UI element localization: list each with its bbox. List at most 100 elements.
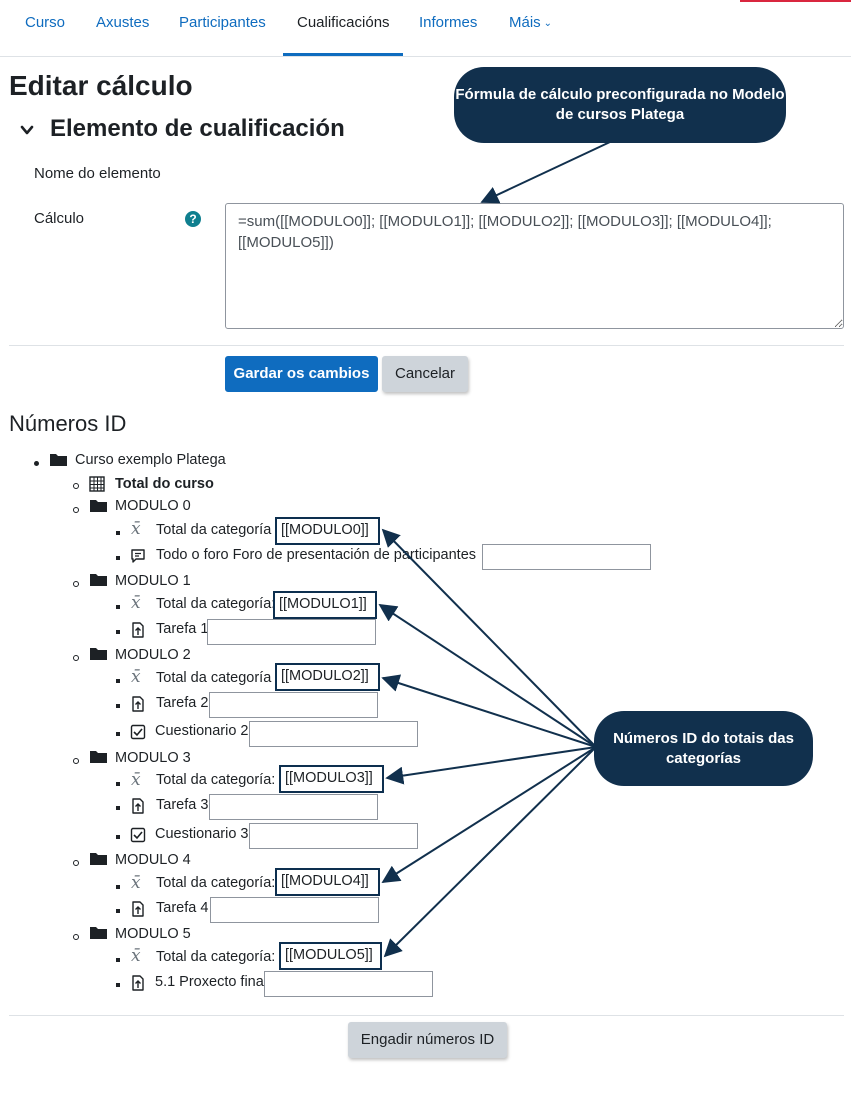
category-total-icon: x̄ bbox=[131, 770, 141, 790]
item-name-label: Nome do elemento bbox=[34, 165, 161, 182]
category-id-input[interactable]: [[MODULO3]] bbox=[279, 765, 384, 793]
list-bullet bbox=[116, 806, 120, 810]
list-bullet bbox=[116, 531, 120, 535]
list-bullet bbox=[73, 581, 79, 587]
module-name: MODULO 5 bbox=[115, 926, 191, 942]
grade-item-label: Tarefa 2 bbox=[156, 695, 209, 711]
list-bullet bbox=[116, 732, 120, 736]
module-name: MODULO 4 bbox=[115, 852, 191, 868]
list-bullet bbox=[73, 860, 79, 866]
course-nav: Curso Axustes Participantes Cualificació… bbox=[0, 0, 851, 57]
list-bullet bbox=[73, 655, 79, 661]
module-name: MODULO 2 bbox=[115, 647, 191, 663]
ids-callout: Números ID do totais das categorías bbox=[594, 711, 813, 786]
section-title[interactable]: Elemento de cualificación bbox=[50, 115, 345, 142]
id-arrow-4 bbox=[381, 746, 597, 883]
id-arrow-5 bbox=[383, 746, 597, 958]
category-total-icon: x̄ bbox=[131, 946, 141, 966]
category-id-input[interactable]: [[MODULO1]] bbox=[273, 591, 377, 619]
list-bullet bbox=[73, 507, 79, 513]
calculation-textarea[interactable]: =sum([[MODULO0]]; [[MODULO1]]; [[MODULO2… bbox=[225, 203, 844, 329]
category-id-input[interactable]: [[MODULO5]] bbox=[279, 942, 382, 970]
id-arrow-3 bbox=[385, 746, 597, 785]
list-bullet bbox=[116, 983, 120, 987]
id-number-input[interactable] bbox=[482, 544, 651, 570]
category-total-icon: x̄ bbox=[131, 873, 141, 893]
category-id-input[interactable]: [[MODULO0]] bbox=[275, 517, 380, 545]
category-total-label: Total da categoría: bbox=[156, 772, 276, 788]
assignment-icon bbox=[132, 975, 144, 991]
id-number-input[interactable] bbox=[209, 692, 378, 718]
nav-cualificacions[interactable]: Cualificacións bbox=[297, 14, 390, 31]
category-total-label: Total da categoría: bbox=[156, 875, 276, 891]
list-bullet bbox=[73, 934, 79, 940]
nav-curso[interactable]: Curso bbox=[25, 14, 66, 31]
list-bullet bbox=[73, 483, 79, 489]
nav-informes[interactable]: Informes bbox=[419, 14, 478, 31]
assignment-icon bbox=[132, 622, 144, 638]
category-total-icon: x̄ bbox=[131, 519, 141, 539]
id-number-input[interactable] bbox=[207, 619, 376, 645]
nav-participantes[interactable]: Participantes bbox=[179, 14, 266, 31]
assignment-icon bbox=[132, 798, 144, 814]
list-bullet bbox=[116, 630, 120, 634]
module-name: MODULO 3 bbox=[115, 750, 191, 766]
folder-icon bbox=[90, 927, 107, 939]
ids-callout-text: Números ID do totais das categorías bbox=[613, 729, 794, 767]
nav-mais-label: Máis bbox=[509, 14, 541, 31]
category-total-icon: x̄ bbox=[131, 667, 141, 687]
grade-item-label: Tarefa 1 bbox=[156, 621, 209, 637]
list-bullet bbox=[116, 704, 120, 708]
id-number-input[interactable] bbox=[209, 794, 378, 820]
list-bullet bbox=[116, 782, 120, 786]
grade-item-label: Todo o foro Foro de presentación de part… bbox=[156, 547, 477, 563]
category-id-input[interactable]: [[MODULO2]] bbox=[275, 663, 380, 691]
category-id-input[interactable]: [[MODULO4]] bbox=[275, 868, 380, 896]
cancel-button[interactable]: Cancelar bbox=[382, 356, 468, 392]
help-icon[interactable]: ? bbox=[185, 211, 201, 227]
folder-icon bbox=[90, 853, 107, 865]
forum-icon bbox=[131, 549, 145, 563]
folder-icon bbox=[90, 648, 107, 660]
grade-item-label: Cuestionario 3 bbox=[155, 826, 249, 842]
save-button[interactable]: Gardar os cambios bbox=[225, 356, 378, 392]
divider bbox=[9, 345, 844, 346]
active-tab-indicator bbox=[283, 53, 403, 56]
nav-mais[interactable]: Máis⌄ bbox=[509, 14, 552, 31]
id-number-input[interactable] bbox=[210, 897, 379, 923]
chevron-down-icon[interactable] bbox=[20, 123, 34, 137]
formula-arrow bbox=[480, 141, 611, 204]
id-number-input[interactable] bbox=[249, 823, 418, 849]
id-numbers-heading: Números ID bbox=[9, 411, 127, 436]
grade-item-label: Tarefa 3 bbox=[156, 797, 209, 813]
category-total-label: Total da categoría bbox=[156, 522, 272, 538]
quiz-icon bbox=[130, 827, 146, 843]
top-accent-strip bbox=[740, 0, 851, 2]
quiz-icon bbox=[130, 724, 146, 740]
folder-icon bbox=[50, 454, 67, 466]
assignment-icon bbox=[132, 696, 144, 712]
folder-icon bbox=[90, 574, 107, 586]
category-total-label: Total da categoría bbox=[156, 670, 272, 686]
list-bullet bbox=[116, 679, 120, 683]
grade-item-label: Cuestionario 2 bbox=[155, 723, 249, 739]
list-bullet bbox=[116, 958, 120, 962]
course-total-label: Total do curso bbox=[115, 476, 214, 492]
list-bullet bbox=[73, 758, 79, 764]
nav-axustes[interactable]: Axustes bbox=[96, 14, 150, 31]
module-name: MODULO 1 bbox=[115, 573, 191, 589]
calculation-label: Cálculo bbox=[34, 210, 85, 227]
assignment-icon bbox=[132, 901, 144, 917]
folder-icon bbox=[90, 500, 107, 512]
course-name: Curso exemplo Platega bbox=[75, 452, 226, 468]
spreadsheet-icon bbox=[89, 476, 105, 492]
add-id-numbers-button[interactable]: Engadir números ID bbox=[348, 1022, 507, 1058]
id-number-input[interactable] bbox=[249, 721, 418, 747]
chevron-down-icon: ⌄ bbox=[543, 18, 553, 29]
divider bbox=[9, 1015, 844, 1016]
category-total-label: Total da categoría: bbox=[156, 949, 276, 965]
id-number-input[interactable] bbox=[264, 971, 433, 997]
grade-item-label: Tarefa 4 bbox=[156, 900, 209, 916]
page-title: Editar cálculo bbox=[9, 70, 193, 101]
formula-callout-text: Fórmula de cálculo preconfigurada no Mod… bbox=[455, 86, 785, 123]
